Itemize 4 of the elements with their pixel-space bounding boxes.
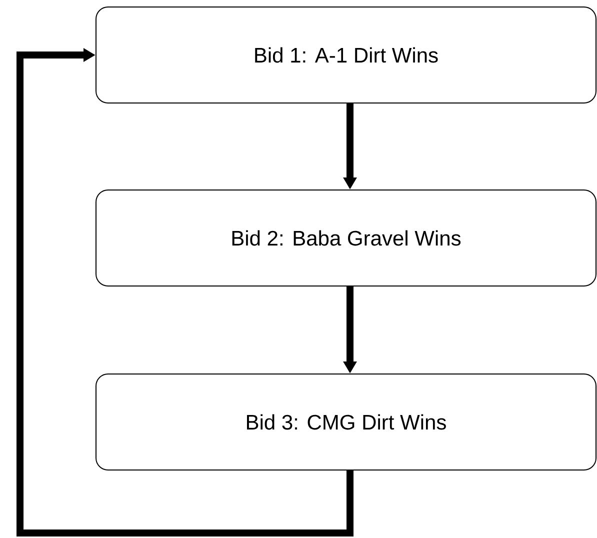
process-box: Bid 3: CMG Dirt Wins	[96, 374, 596, 470]
process-box: Bid 2: Baba Gravel Wins	[96, 190, 596, 286]
arrow	[16, 48, 354, 536]
process-box: Bid 1: A-1 Dirt Wins	[96, 6, 596, 104]
